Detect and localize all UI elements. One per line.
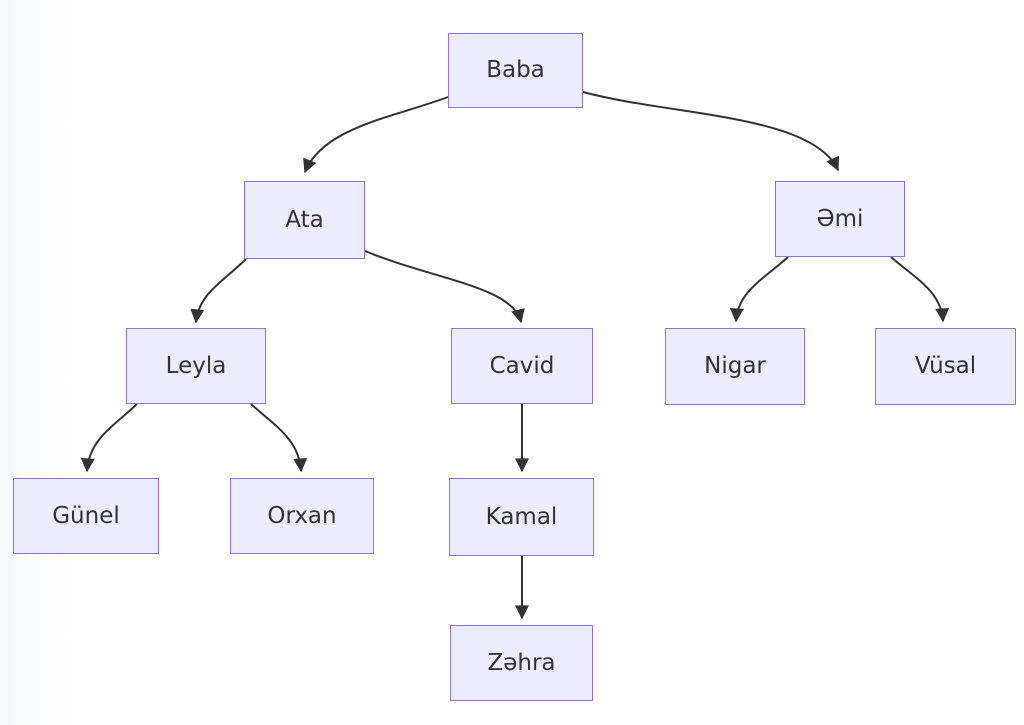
node-gunel-label: Günel xyxy=(52,502,120,529)
node-kamal-label: Kamal xyxy=(485,503,558,530)
edge-emi-vusal xyxy=(890,256,950,323)
node-orxan-label: Orxan xyxy=(267,502,337,529)
node-orxan: Orxan xyxy=(230,478,374,554)
edge-emi-nigar xyxy=(729,256,789,323)
node-nigar-label: Nigar xyxy=(704,353,766,379)
edge-baba-emi xyxy=(582,91,840,172)
node-nigar: Nigar xyxy=(665,328,805,405)
node-emi-label: Əmi xyxy=(816,205,864,232)
node-emi: Əmi xyxy=(775,181,905,257)
node-kamal: Kamal xyxy=(449,478,594,556)
node-leyla: Leyla xyxy=(126,328,266,404)
node-ata-label: Ata xyxy=(285,206,324,233)
node-baba: Baba xyxy=(448,33,583,108)
node-vusal-label: Vüsal xyxy=(914,353,977,379)
node-cavid-label: Cavid xyxy=(489,352,555,379)
node-baba-label: Baba xyxy=(486,57,545,83)
node-vusal: Vüsal xyxy=(875,328,1016,405)
edge-ata-cavid xyxy=(364,250,525,324)
node-zehra: Zəhra xyxy=(450,625,593,701)
edge-ata-leyla xyxy=(190,258,247,324)
edge-leyla-orxan xyxy=(250,403,308,473)
node-cavid: Cavid xyxy=(451,328,593,404)
edge-baba-ata xyxy=(303,96,449,174)
node-zehra-label: Zəhra xyxy=(487,649,556,676)
edge-leyla-gunel xyxy=(80,403,138,473)
node-leyla-label: Leyla xyxy=(165,352,227,379)
node-gunel: Günel xyxy=(13,478,159,554)
node-ata: Ata xyxy=(244,181,365,259)
